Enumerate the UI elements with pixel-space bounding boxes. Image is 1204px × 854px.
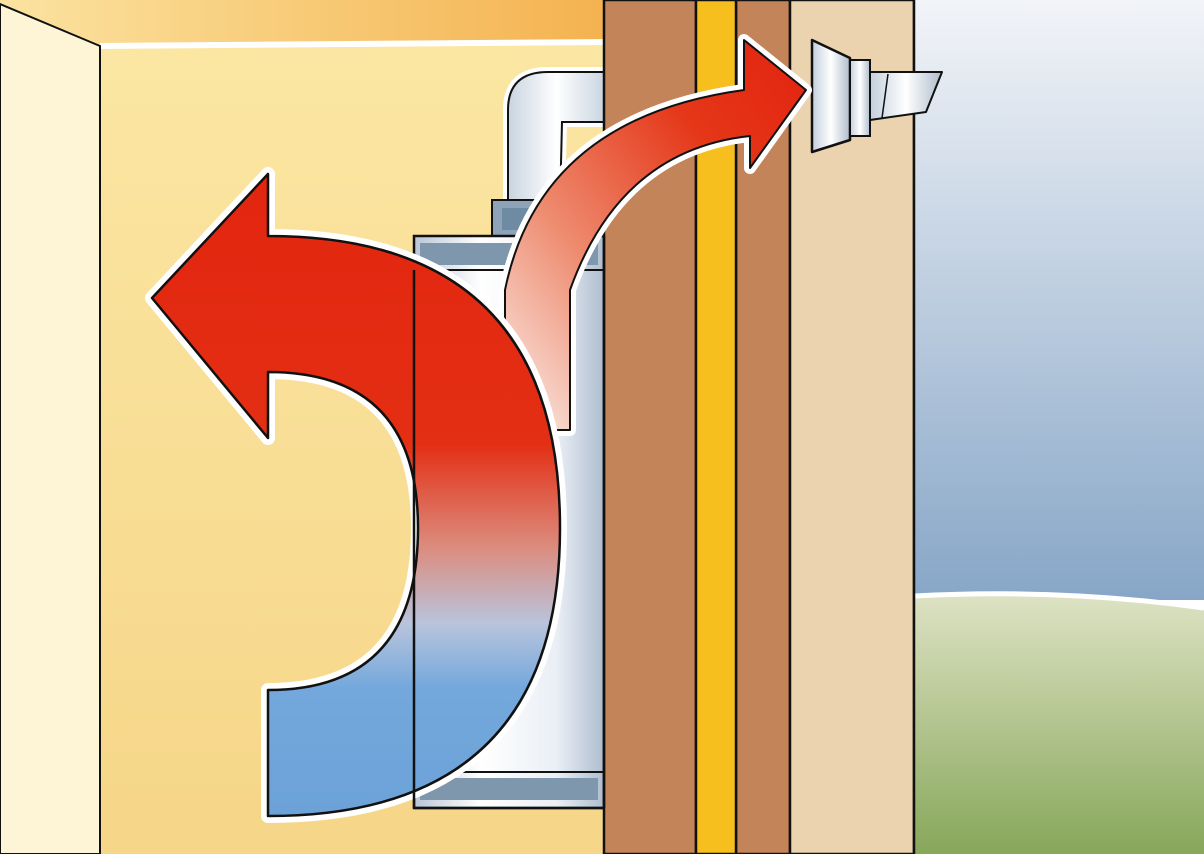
left-wall-panel [0, 4, 100, 854]
outdoor-lawn [914, 594, 1204, 854]
ceiling [0, 0, 610, 44]
outdoor-sky [914, 0, 1204, 600]
ceiling-edge [100, 42, 610, 46]
